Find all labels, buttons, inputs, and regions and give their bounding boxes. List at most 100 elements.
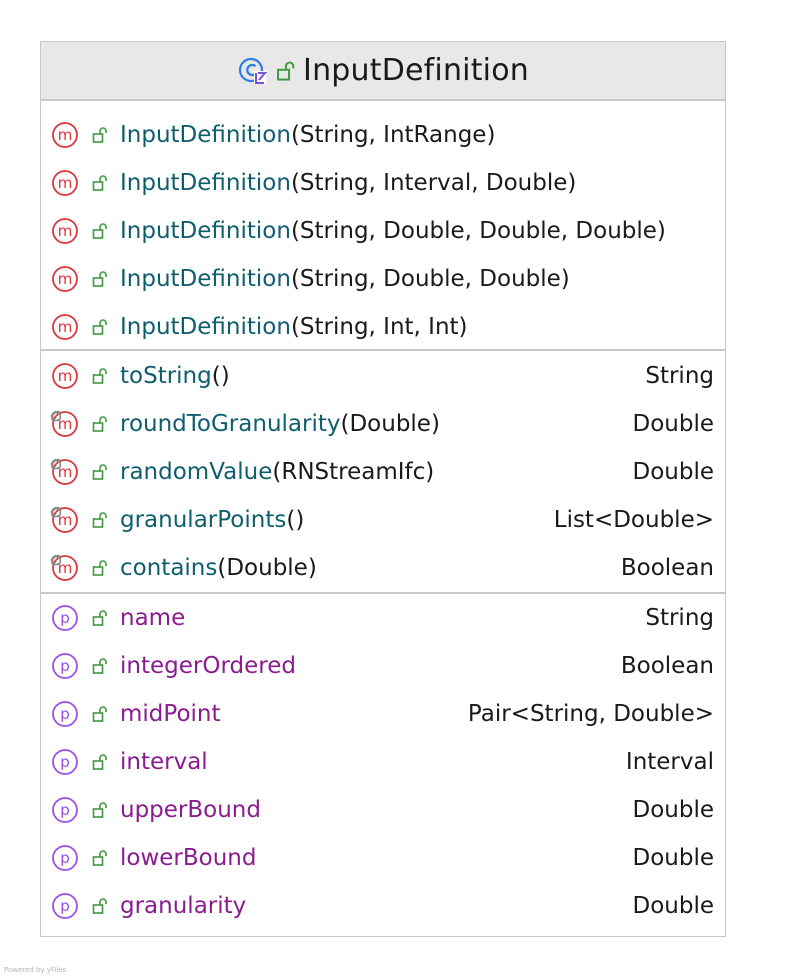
public-lock-open-icon — [92, 850, 107, 866]
member-signature: lowerBound — [120, 834, 256, 882]
member-type: Boolean — [620, 555, 714, 581]
svg-text:p: p — [60, 657, 70, 675]
member-signature: upperBound — [120, 786, 261, 834]
member-params: (Double) — [340, 411, 440, 437]
svg-text:p: p — [60, 897, 70, 915]
footer-note: Powered by yFiles — [4, 966, 67, 974]
member-params: (String, IntRange) — [290, 122, 496, 148]
member-signature: randomValue(RNStreamIfc) — [120, 448, 434, 496]
method-icon: m — [52, 363, 78, 389]
svg-text:m: m — [58, 511, 73, 529]
member-name: granularPoints — [120, 507, 287, 533]
member-signature: InputDefinition(String, IntRange) — [120, 111, 495, 159]
member-params: (String, Double, Double) — [290, 266, 570, 292]
property-row[interactable]: p granularity Double — [41, 882, 725, 930]
member-type: String — [645, 363, 714, 389]
svg-text:p: p — [60, 753, 70, 771]
svg-text:m: m — [58, 222, 73, 240]
method-row[interactable]: m contains(Double) Boolean — [41, 544, 725, 592]
property-row[interactable]: p integerOrdered Boolean — [41, 642, 725, 690]
member-params: (RNStreamIfc) — [272, 459, 435, 485]
abstract-class-icon — [238, 57, 268, 84]
member-type: Boolean — [620, 653, 714, 679]
property-row[interactable]: p midPoint Pair<String, Double> — [41, 690, 725, 738]
member-name: name — [120, 605, 186, 631]
svg-text:p: p — [60, 705, 70, 723]
member-type: Pair<String, Double> — [467, 701, 714, 727]
public-lock-open-icon — [92, 368, 107, 384]
member-params: (Double) — [217, 555, 317, 581]
property-icon: p — [52, 893, 78, 919]
public-lock-open-icon — [92, 706, 107, 722]
property-row[interactable]: p name String — [41, 594, 725, 642]
svg-text:m: m — [58, 270, 73, 288]
member-name: InputDefinition — [120, 218, 291, 244]
member-signature: granularity — [120, 882, 246, 930]
svg-text:m: m — [58, 463, 73, 481]
property-row[interactable]: p interval Interval — [41, 738, 725, 786]
member-type: Double — [632, 411, 715, 437]
member-signature: toString() — [120, 352, 230, 400]
member-signature: roundToGranularity(Double) — [120, 400, 440, 448]
public-lock-open-icon — [92, 512, 107, 528]
svg-text:m: m — [58, 126, 73, 144]
properties-section: p name String p integerOrdered Boolean p midPoi… — [41, 594, 725, 930]
property-icon: p — [52, 845, 78, 871]
member-name: contains — [120, 555, 218, 581]
section-divider — [41, 592, 725, 594]
abstract-method-icon: m — [51, 506, 78, 533]
member-name: toString — [120, 363, 212, 389]
constructor-row[interactable]: m InputDefinition(String, Double, Double,… — [41, 207, 725, 255]
abstract-method-icon: m — [51, 554, 78, 581]
public-lock-open-icon — [92, 175, 107, 191]
public-lock-open-icon — [92, 464, 107, 480]
method-row[interactable]: m roundToGranularity(Double) Double — [41, 400, 725, 448]
abstract-method-icon: m — [51, 410, 78, 437]
property-icon: p — [52, 749, 78, 775]
member-name: granularity — [120, 893, 247, 919]
member-type: Interval — [625, 749, 714, 775]
abstract-method-icon: m — [51, 458, 78, 485]
member-signature: midPoint — [120, 690, 221, 738]
svg-text:p: p — [60, 849, 70, 867]
member-signature: name — [120, 594, 185, 642]
member-name: midPoint — [120, 701, 221, 727]
public-lock-open-icon — [92, 416, 107, 432]
constructor-row[interactable]: m InputDefinition(String, IntRange) — [41, 111, 725, 159]
member-params: (String, Interval, Double) — [290, 170, 577, 196]
public-lock-open-icon — [92, 560, 107, 576]
member-params: (String, Int, Int) — [290, 314, 468, 340]
method-icon: m — [52, 266, 78, 292]
member-type: Double — [632, 893, 715, 919]
property-icon: p — [52, 701, 78, 727]
method-row[interactable]: m toString() String — [41, 352, 725, 400]
member-type: Double — [632, 797, 715, 823]
public-lock-open-icon — [92, 319, 107, 335]
member-name: integerOrdered — [120, 653, 296, 679]
member-signature: InputDefinition(String, Int, Int) — [120, 303, 468, 351]
member-signature: integerOrdered — [120, 642, 296, 690]
method-icon: m — [52, 218, 78, 244]
public-lock-open-icon — [92, 898, 107, 914]
member-params: (String, Double, Double, Double) — [290, 218, 666, 244]
svg-text:m: m — [58, 367, 73, 385]
member-type: String — [645, 605, 714, 631]
svg-text:p: p — [60, 609, 70, 627]
svg-text:m: m — [58, 174, 73, 192]
constructor-row[interactable]: m InputDefinition(String, Int, Int) — [41, 303, 725, 351]
member-signature: contains(Double) — [120, 544, 317, 592]
member-name: upperBound — [120, 797, 261, 823]
svg-text:m: m — [58, 318, 73, 336]
svg-text:m: m — [58, 559, 73, 577]
member-signature: interval — [120, 738, 208, 786]
property-icon: p — [52, 605, 78, 631]
member-name: InputDefinition — [120, 122, 291, 148]
member-name: InputDefinition — [120, 314, 291, 340]
public-lock-open-icon — [92, 802, 107, 818]
